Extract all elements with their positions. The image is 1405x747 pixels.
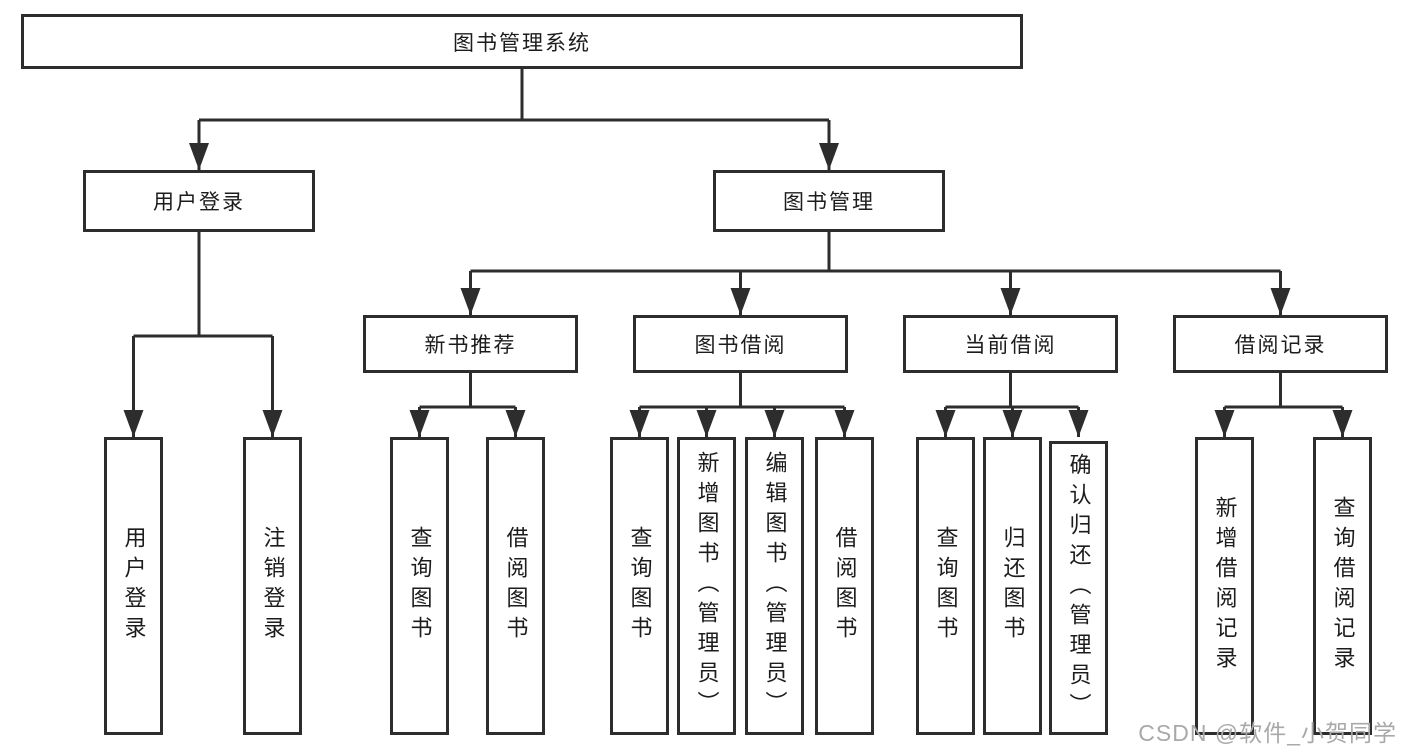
node-current-borrow: 当前借阅	[903, 315, 1118, 373]
leaf-recommend-borrow-books: 借阅图书	[486, 437, 545, 735]
leaf-user-login: 用户登录	[104, 437, 163, 735]
leaf-current-query-books: 查询图书	[916, 437, 975, 735]
leaf-current-return-books: 归还图书	[983, 437, 1042, 735]
leaf-current-confirm-return-admin: 确认归还（管理员）	[1049, 441, 1108, 735]
node-root-system: 图书管理系统	[21, 14, 1023, 69]
leaf-records-add-borrow-record: 新增借阅记录	[1195, 437, 1254, 735]
csdn-watermark: CSDN @软件_小贺同学	[1138, 720, 1397, 746]
leaf-borrow-borrow-books: 借阅图书	[815, 437, 874, 735]
leaf-borrow-add-books-admin: 新增图书（管理员）	[677, 437, 736, 735]
node-new-book-recommend: 新书推荐	[363, 315, 578, 373]
node-user-login: 用户登录	[83, 170, 315, 232]
leaf-borrow-edit-books-admin: 编辑图书（管理员）	[745, 437, 804, 735]
node-book-management: 图书管理	[713, 170, 945, 232]
leaf-borrow-query-books: 查询图书	[610, 437, 669, 735]
leaf-records-query-borrow-record: 查询借阅记录	[1313, 437, 1372, 735]
arrowhead-icons	[123, 143, 1353, 437]
leaf-recommend-query-books: 查询图书	[390, 437, 449, 735]
node-borrow-records: 借阅记录	[1173, 315, 1388, 373]
leaf-logout: 注销登录	[243, 437, 302, 735]
node-book-borrow: 图书借阅	[633, 315, 848, 373]
